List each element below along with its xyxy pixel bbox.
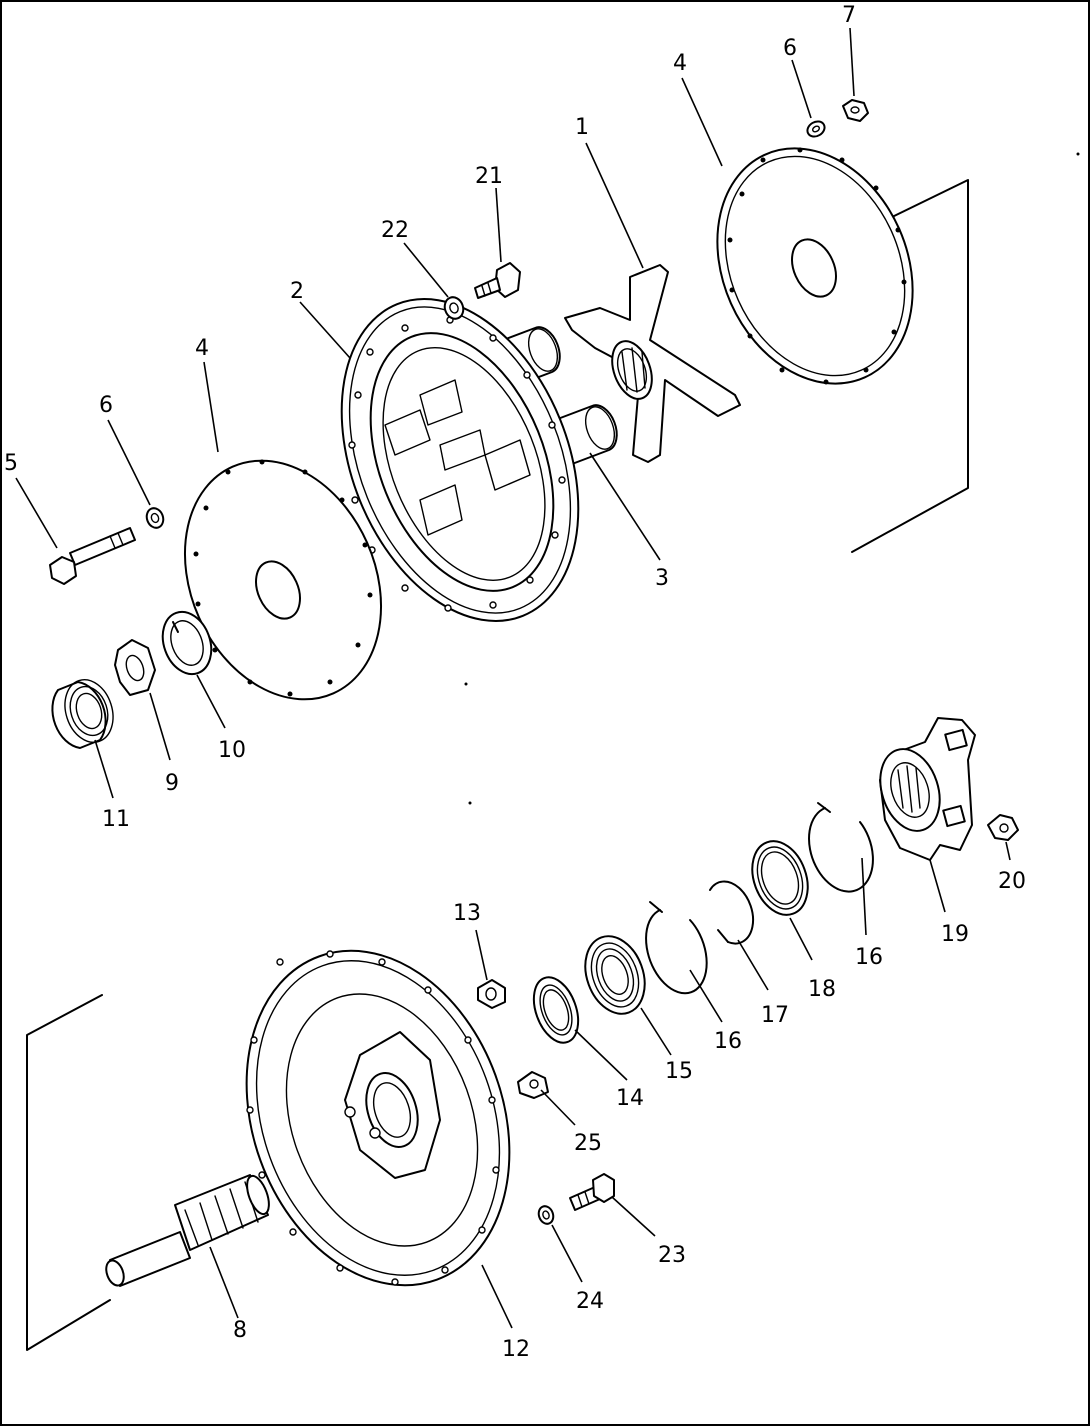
part-19-yoke	[879, 717, 976, 861]
part-8-shaft	[105, 1174, 270, 1287]
callout-20: 20	[998, 869, 1026, 894]
part-2-housing	[340, 298, 580, 622]
callout-7: 7	[842, 3, 856, 28]
callout-5: 5	[4, 451, 18, 476]
part-1-spider	[564, 264, 741, 463]
leader-lines	[15, 27, 1011, 1329]
part-24-washer	[537, 1205, 555, 1225]
part-12-cover	[245, 949, 511, 1287]
callout-19: 19	[941, 922, 969, 947]
callout-4-right: 4	[673, 51, 687, 76]
callout-24: 24	[576, 1289, 604, 1314]
callout-3: 3	[655, 566, 669, 591]
part-4-left-disc	[183, 459, 383, 701]
part-15-bearing	[584, 935, 646, 1015]
speck	[468, 801, 472, 805]
part-7-nut	[842, 99, 869, 122]
callout-6-right: 6	[783, 36, 797, 61]
part-21-bolt-upper	[474, 262, 521, 299]
part-23-bolt	[569, 1173, 615, 1211]
part-9-nut	[114, 639, 156, 696]
part-5-bolt	[49, 527, 136, 585]
callout-9: 9	[165, 771, 179, 796]
callout-16-lower: 16	[714, 1029, 742, 1054]
part-20-fitting	[987, 814, 1019, 841]
speck	[1076, 152, 1080, 156]
callout-17: 17	[761, 1003, 789, 1028]
part-16-snap-ring-upper	[808, 802, 874, 893]
part-4-right-disc	[716, 147, 914, 385]
part-11-bearing	[51, 679, 114, 749]
callout-2: 2	[290, 279, 304, 304]
part-25-fitting	[517, 1071, 549, 1099]
part-10-snap-ring	[161, 610, 213, 676]
callout-18: 18	[808, 977, 836, 1002]
part-17-ring	[709, 880, 755, 945]
upper-assembly-bracket	[851, 179, 969, 553]
callout-13: 13	[453, 901, 481, 926]
part-18-seal	[751, 840, 809, 916]
callout-labels: 1 2 3 4 4 5 6 6 7 8 9 10 11 12 13 14 15 …	[4, 3, 1026, 1362]
part-16-snap-ring-lower	[645, 901, 708, 995]
callout-11: 11	[102, 807, 130, 832]
callout-8: 8	[233, 1318, 247, 1343]
callout-14: 14	[616, 1086, 644, 1111]
callout-12: 12	[502, 1337, 530, 1362]
callout-15: 15	[665, 1059, 693, 1084]
callout-16-upper: 16	[855, 945, 883, 970]
callout-23: 23	[658, 1243, 686, 1268]
part-14-seal	[532, 976, 580, 1044]
speck	[464, 682, 468, 686]
lower-assembly-bracket	[26, 994, 111, 1351]
callout-1: 1	[575, 115, 589, 140]
part-13-plug	[477, 979, 506, 1009]
callout-22: 22	[381, 218, 409, 243]
callout-21: 21	[475, 164, 503, 189]
callout-4-left: 4	[195, 336, 209, 361]
callout-10: 10	[218, 738, 246, 763]
part-6-washer-left	[145, 507, 165, 529]
part-6-washer-upper	[806, 120, 826, 138]
callout-6-left: 6	[99, 393, 113, 418]
part-22-washer	[443, 296, 465, 320]
callout-25: 25	[574, 1131, 602, 1156]
